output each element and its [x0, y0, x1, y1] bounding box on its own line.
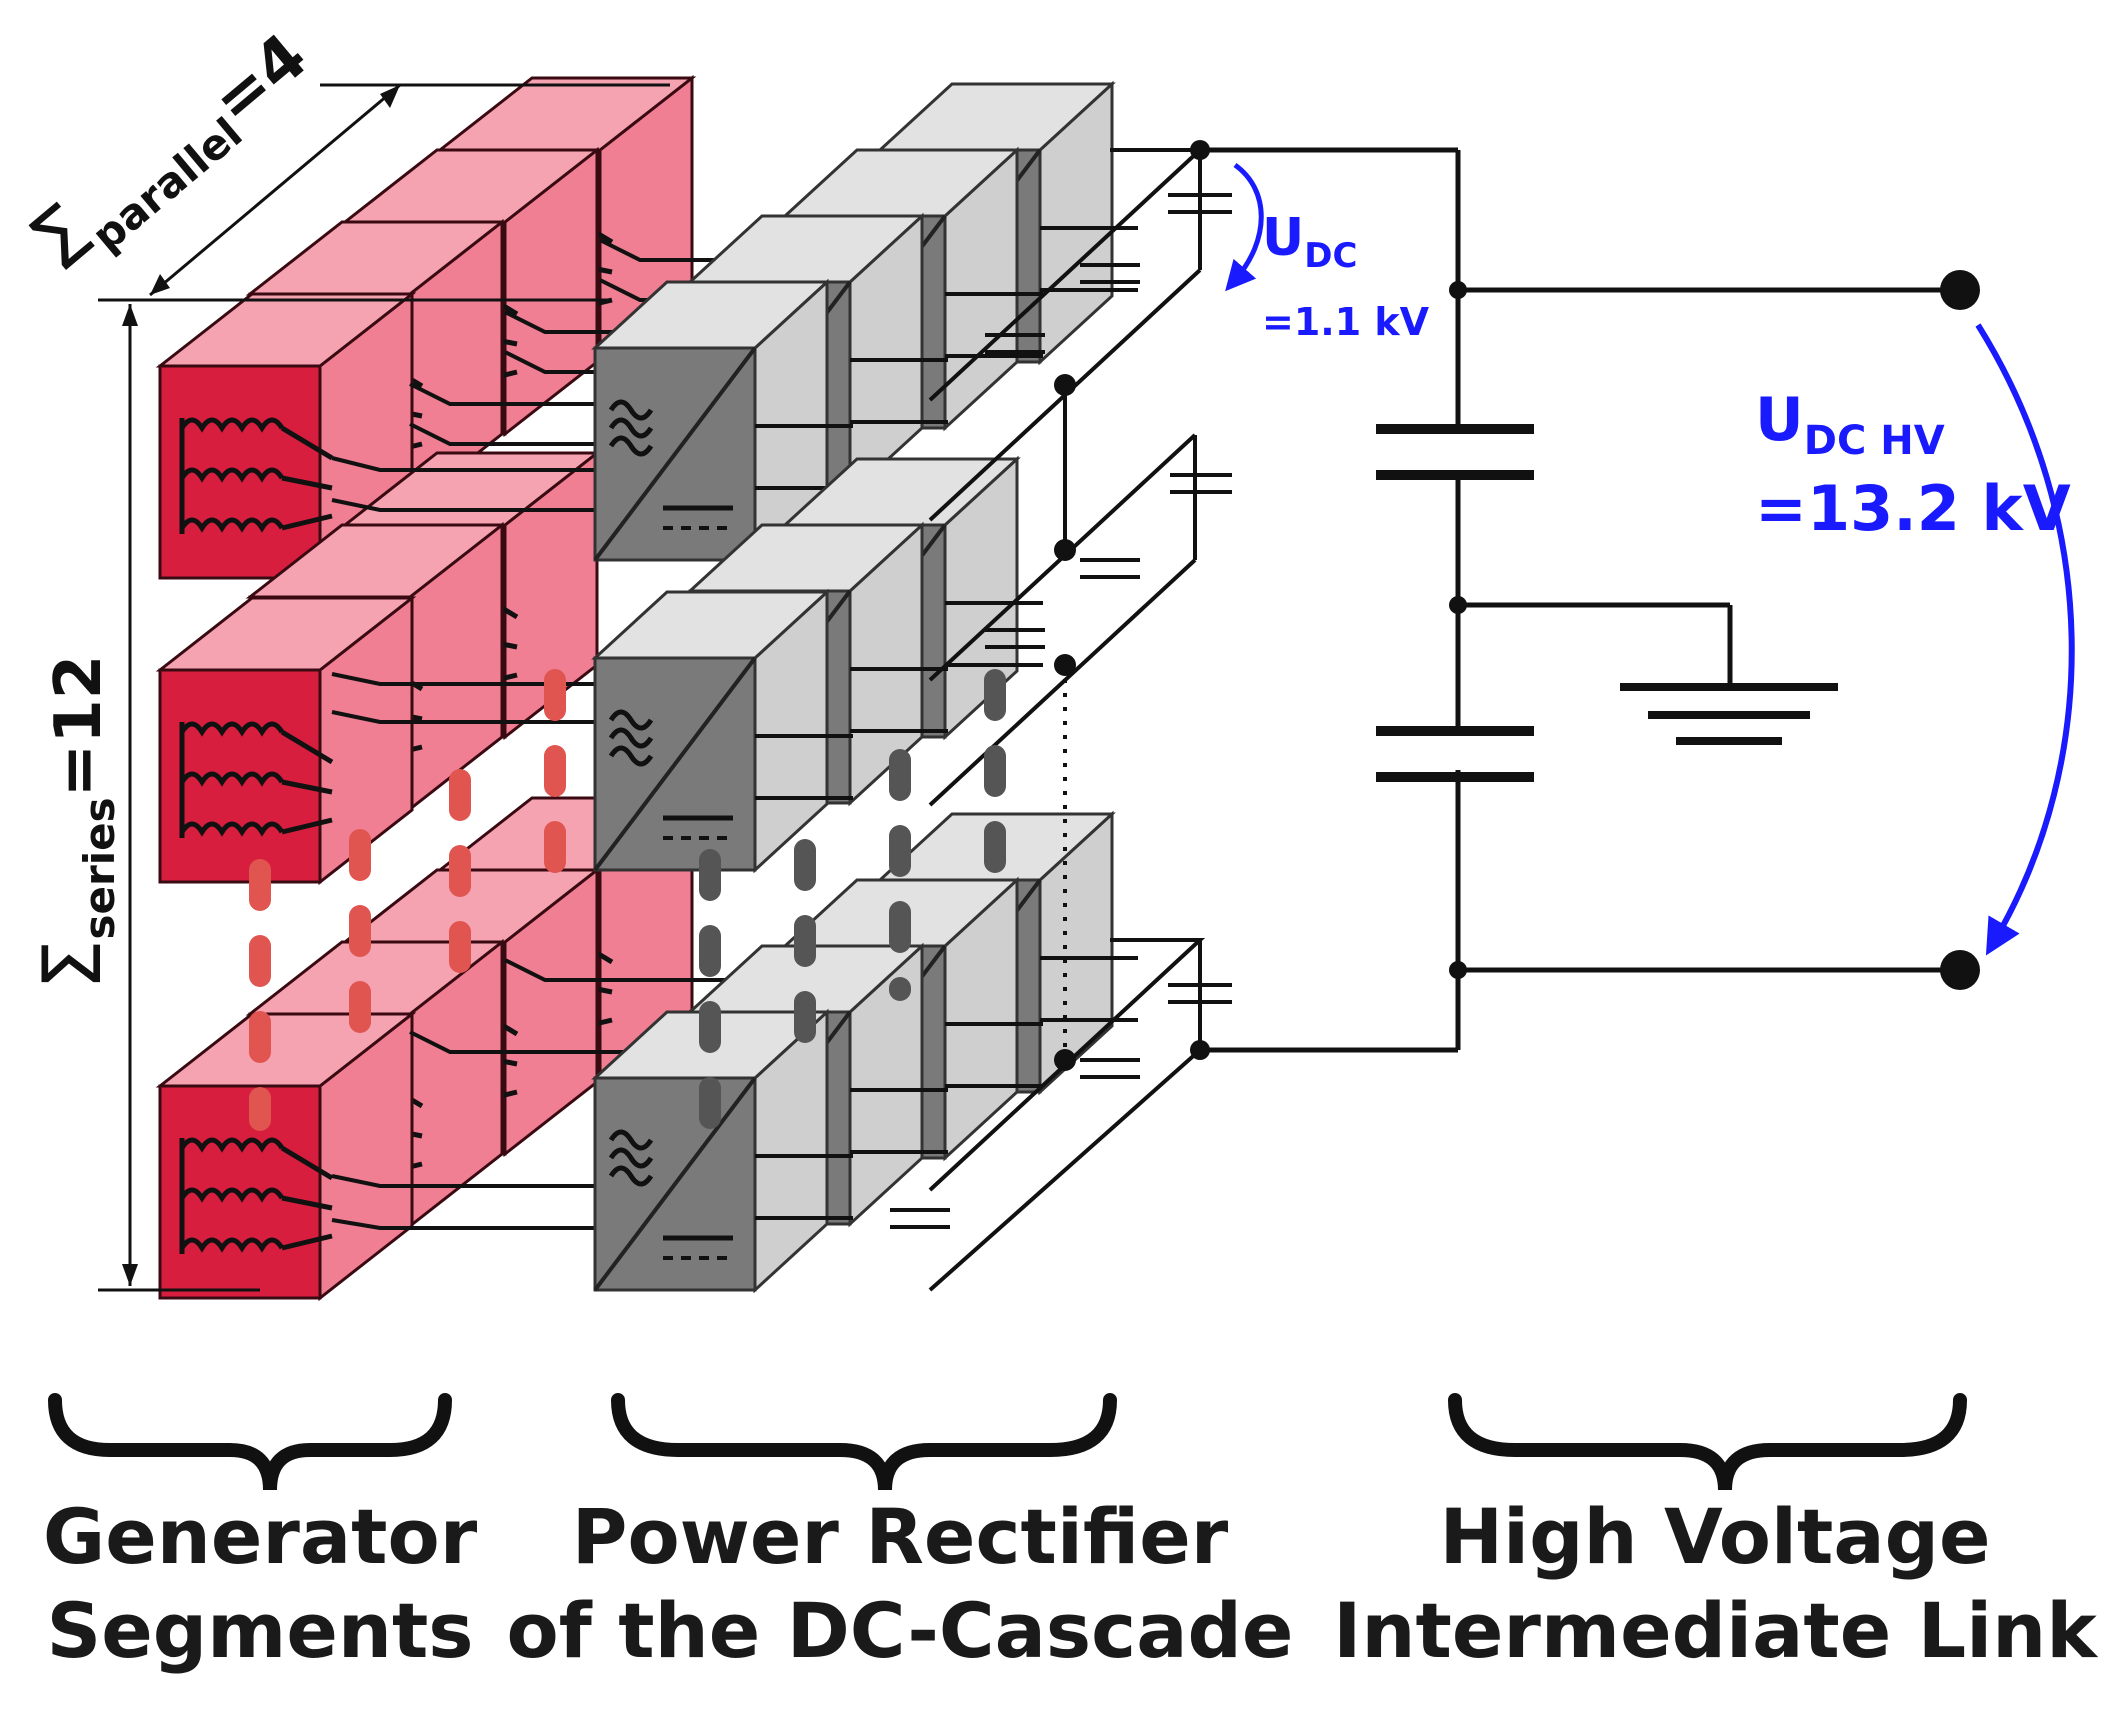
section-label-generator: Generator Segments — [42, 1492, 478, 1675]
dimension-arrowheads — [122, 85, 400, 1286]
udchv-arrow — [1975, 323, 2075, 956]
hv-capacitors — [1376, 424, 1534, 782]
continuation-dashes — [249, 669, 1006, 1141]
cascade-nodes — [1054, 140, 1210, 1071]
udchv-label: UDC HV — [1755, 385, 1945, 464]
dimension-lines — [98, 83, 670, 1292]
section-label-hv-link: High Voltage Intermediate Link — [1333, 1492, 2097, 1675]
cascade-wiring — [890, 148, 1232, 1292]
ground-icon — [1620, 683, 1838, 745]
parallel-label: Σparallel=4 — [12, 8, 326, 294]
section-label-rectifier: Power Rectifier of the DC-Cascade — [506, 1492, 1294, 1675]
hv-nodes — [1449, 270, 1980, 990]
udc-label: UDC — [1262, 208, 1357, 276]
section-braces — [48, 1393, 1967, 1491]
udc-arrow — [1225, 162, 1264, 292]
series-label: Σseries=12 — [26, 655, 124, 990]
udc-value: =1.1 kV — [1262, 300, 1430, 344]
generator-wires — [331, 238, 880, 1230]
udchv-value: =13.2 kV — [1755, 472, 2071, 545]
hv-link-wiring — [1200, 147, 1960, 1053]
